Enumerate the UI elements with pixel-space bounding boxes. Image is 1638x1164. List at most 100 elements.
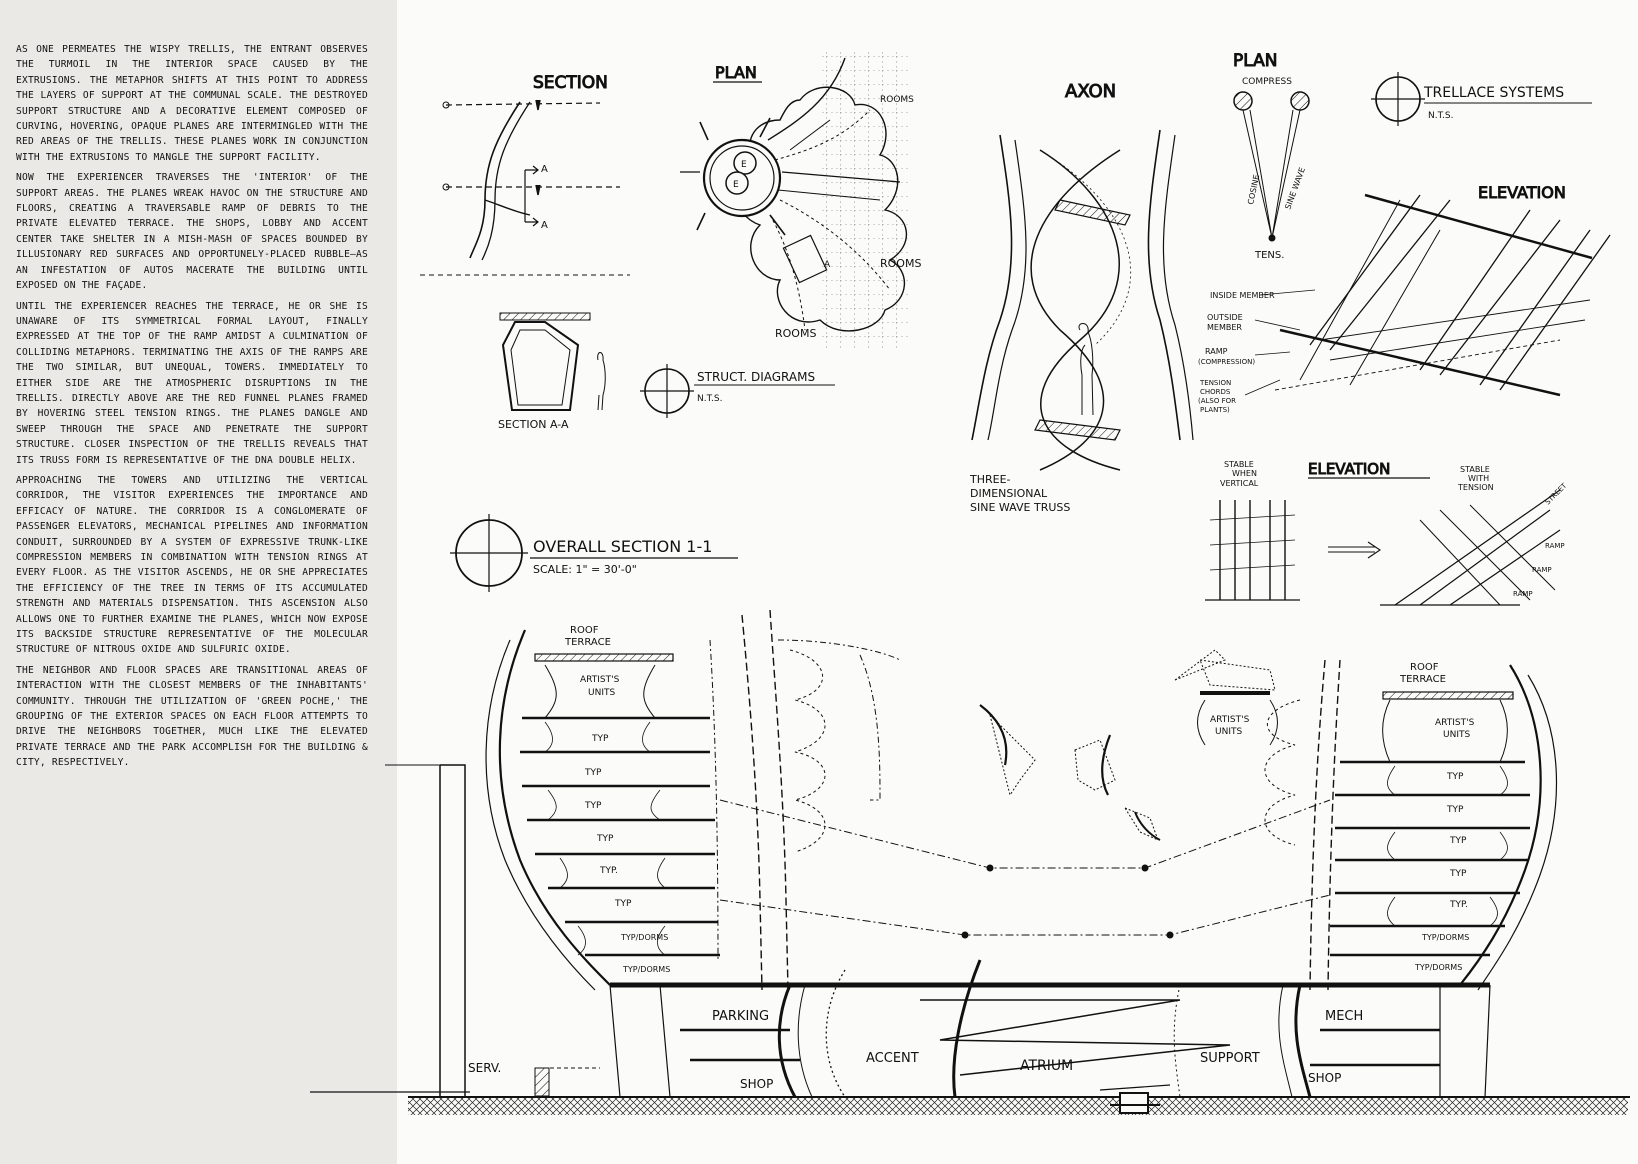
mech-label: MECH (1325, 1009, 1363, 1024)
tension-chords-label-1: TENSION (1199, 379, 1231, 387)
typ-label-r3: TYP (1449, 836, 1467, 846)
roof-terrace-right-label-1: ROOF (1410, 662, 1439, 673)
typ-label-r4: TYP (1449, 869, 1467, 879)
support-label: SUPPORT (1200, 1051, 1260, 1066)
typ-label-l4: TYP (596, 834, 614, 844)
struct-plan-title: PLAN (715, 63, 757, 82)
accent-label: ACCENT (866, 1051, 919, 1066)
parking-label: PARKING (712, 1009, 769, 1024)
artists-units-left-label-1: ARTIST'S (580, 675, 620, 685)
narrative-paragraph-3: Until the experiencer reaches the terrac… (16, 300, 368, 466)
struct-diagrams-title-block: STRUCT. DIAGRAMS N.T.S. (640, 364, 835, 418)
trellace-plan-diagram: PLAN COMPRESS COSINE SINE WAVE TENS. (1233, 51, 1310, 261)
trellace-elevation-title: ELEVATION (1478, 183, 1566, 202)
plan-label-a: A (824, 260, 831, 270)
axon-caption-2: DIMENSIONAL (970, 487, 1048, 500)
stable-vertical-label-2: WHEN (1232, 469, 1257, 478)
plan-rooms-label-2: ROOMS (880, 257, 921, 270)
typ-dorms-left-1: TYP/DORMS (620, 933, 668, 942)
stable-tension-label-2: WITH (1468, 474, 1489, 483)
plan-elevator-label-2: E (733, 180, 739, 190)
outside-member-label-2: MEMBER (1207, 323, 1242, 332)
overall-section-title-block: OVERALL SECTION 1-1 SCALE: 1" = 30'-0" (450, 514, 738, 592)
street-label: STREET (1544, 481, 1569, 506)
outside-member-label-1: OUTSIDE (1207, 313, 1243, 322)
stable-vertical-label-1: STABLE (1224, 460, 1254, 469)
drawing-sheet (397, 0, 1638, 1164)
trellace-systems-title: TRELLACE SYSTEMS (1423, 85, 1564, 101)
narrative-text: As one permeates the wispy trellis, the … (16, 42, 368, 776)
section-arrow-a-bottom: A (541, 220, 548, 231)
struct-plan-diagram: PLAN E E A ROOMS ROOMS ROOMS (680, 50, 921, 350)
axon-title: AXON (1065, 81, 1116, 102)
typ-label-l1: TYP (591, 734, 609, 744)
tension-chords-label-3: (ALSO FOR (1198, 397, 1236, 405)
trellace-elevation-diagram: ELEVATION INSIDE MEMBER OUTSIDE MEMBER R… (1198, 183, 1611, 414)
artists-units-right-label-2: UNITS (1443, 730, 1470, 740)
trellace-systems-scale: N.T.S. (1428, 111, 1453, 121)
serv-label: SERV. (468, 1061, 501, 1075)
narrative-paragraph-5: The neighbor and floor spaces are transi… (16, 664, 368, 769)
plan-rooms-label-3: ROOMS (775, 327, 816, 340)
typ-label-l5: TYP. (599, 866, 618, 876)
tension-chords-label-4: PLANTS) (1200, 406, 1230, 414)
roof-terrace-left-label-2: TERRACE (564, 637, 611, 648)
stable-vertical-label-3: VERTICAL (1220, 479, 1259, 488)
narrative-paragraph-1: As one permeates the wispy trellis, the … (16, 44, 368, 163)
artists-units-center-label-2: UNITS (1215, 727, 1242, 737)
typ-label-l3: TYP (584, 801, 602, 811)
plan-rooms-label-1: ROOMS (880, 95, 914, 105)
artists-units-right-label-1: ARTIST'S (1435, 718, 1475, 728)
trellace-sine-wave-label: SINE WAVE (1283, 166, 1307, 210)
tension-chords-label-2: CHORDS (1200, 388, 1231, 396)
struct-diagrams-scale: N.T.S. (697, 394, 722, 404)
narrative-paragraph-4: Approaching the towers and utilizing the… (16, 474, 368, 656)
stability-elevation-diagram: ELEVATION STABLE WHEN VERTICAL STABLE WI… (1205, 460, 1569, 606)
overall-section-title: OVERALL SECTION 1-1 (533, 537, 712, 556)
trellace-plan-title: PLAN (1233, 51, 1277, 71)
artists-units-left-label-2: UNITS (588, 688, 615, 698)
plan-elevator-label-1: E (741, 160, 747, 170)
stable-tension-label-1: STABLE (1460, 465, 1490, 474)
typ-label-l6: TYP (614, 899, 632, 909)
struct-section-title: SECTION (533, 73, 608, 93)
narrative-paragraph-2: Now the experiencer traverses the 'inter… (16, 172, 368, 292)
struct-diagrams-title: STRUCT. DIAGRAMS (697, 370, 815, 384)
trellace-systems-title-block: TRELLACE SYSTEMS N.T.S. (1371, 72, 1592, 126)
roof-terrace-left-label-1: ROOF (570, 625, 599, 636)
overall-section-drawing: SERV. ROOF TERRACE ARTIST'S UNITS (310, 609, 1630, 1115)
trellace-tens-label: TENS. (1254, 250, 1284, 261)
ramp-compression-label-1: RAMP (1205, 347, 1228, 356)
atrium-label: ATRIUM (1020, 1058, 1073, 1074)
ramp-compression-label-2: (COMPRESSION) (1198, 358, 1255, 366)
typ-label-r2: TYP (1446, 805, 1464, 815)
stable-tension-label-3: TENSION (1457, 483, 1494, 492)
axon-caption-1: THREE- (969, 473, 1011, 486)
stability-ramp-label-2: RAMP (1532, 566, 1552, 574)
inside-member-label: INSIDE MEMBER (1210, 291, 1275, 300)
section-arrow-a-top: A (541, 164, 548, 175)
axon-diagram: AXON THREE- DIMENSIONAL SINE WAVE TRUSS (969, 81, 1194, 514)
trellace-cosine-label: COSINE (1246, 174, 1261, 206)
overall-section-scale: SCALE: 1" = 30'-0" (533, 563, 637, 576)
typ-dorms-right-1: TYP/DORMS (1421, 933, 1469, 942)
typ-label-r5: TYP. (1449, 900, 1468, 910)
shop-right-label: SHOP (1308, 1071, 1341, 1085)
artists-units-center-label-1: ARTIST'S (1210, 715, 1250, 725)
stability-ramp-label-3: RAMP (1513, 590, 1533, 598)
shop-left-label: SHOP (740, 1077, 773, 1091)
typ-label-r1: TYP (1446, 772, 1464, 782)
trellace-compress-label: COMPRESS (1242, 77, 1292, 87)
typ-label-l2: TYP (584, 768, 602, 778)
section-a-a-title: SECTION A-A (498, 418, 569, 431)
typ-dorms-left-2: TYP/DORMS (622, 965, 670, 974)
stability-elevation-title: ELEVATION (1308, 460, 1390, 478)
stability-ramp-label-1: RAMP (1545, 542, 1565, 550)
narrative-panel (0, 0, 397, 1164)
section-a-a-diagram: SECTION A-A (498, 312, 606, 431)
roof-terrace-right-label-2: TERRACE (1399, 674, 1446, 685)
struct-section-diagram: SECTION A A (420, 73, 630, 276)
axon-caption-3: SINE WAVE TRUSS (970, 501, 1070, 514)
typ-dorms-right-2: TYP/DORMS (1414, 963, 1462, 972)
